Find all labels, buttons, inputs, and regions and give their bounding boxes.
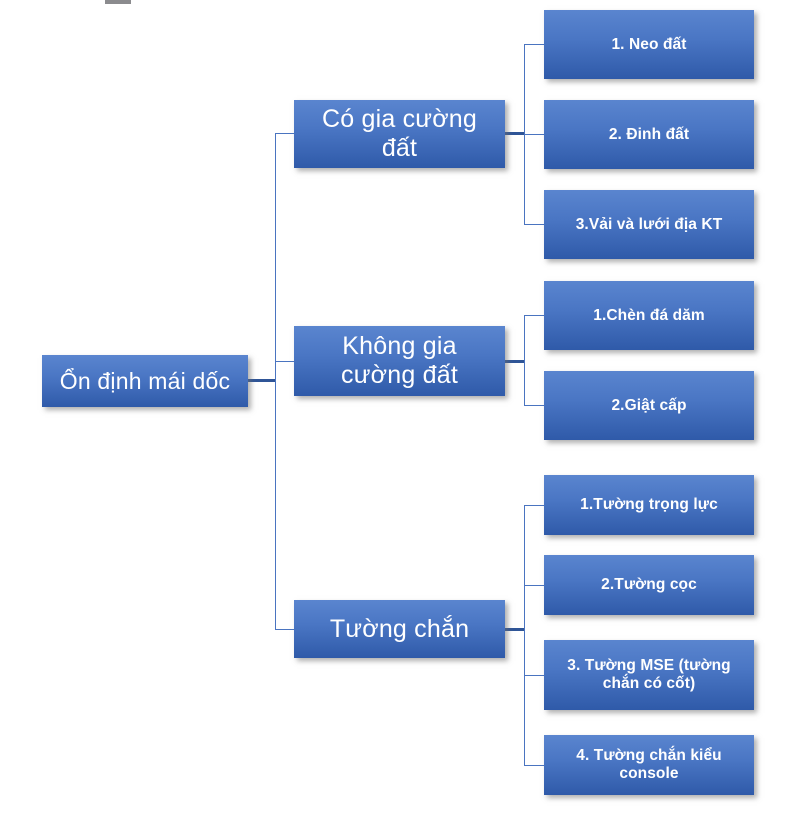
node-leaf-chen-da-dam[interactable]: 1.Chèn đá dăm — [544, 281, 754, 350]
node-leaf-vai-va-luoi-dia-kt[interactable]: 3.Vải và lưới địa KT — [544, 190, 754, 259]
node-leaf-neo-dat[interactable]: 1. Neo đất — [544, 10, 754, 79]
connector-branch-1-child-3 — [524, 224, 545, 225]
connector-main-trunk — [275, 133, 276, 629]
connector-trunk-to-branch-3 — [275, 629, 295, 630]
connector-branch-2-child-1 — [524, 315, 545, 316]
connector-root-stub — [248, 379, 276, 382]
node-leaf-tuong-trong-luc[interactable]: 1.Tường trọng lực — [544, 475, 754, 535]
node-root[interactable]: Ổn định mái dốc — [42, 355, 248, 407]
node-leaf-tuong-chan-kieu-console[interactable]: 4. Tường chắn kiểu console — [544, 735, 754, 795]
connector-branch-3-trunk — [524, 505, 525, 765]
node-leaf-tuong-coc[interactable]: 2.Tường cọc — [544, 555, 754, 615]
connector-branch-3-stub — [504, 628, 525, 631]
connector-branch-1-stub — [504, 132, 525, 135]
connector-branch-3-child-1 — [524, 505, 545, 506]
connector-branch-3-child-3 — [524, 675, 545, 676]
top-edge-artifact — [105, 0, 131, 4]
node-branch-tuong-chan[interactable]: Tường chắn — [294, 600, 505, 658]
connector-branch-3-child-4 — [524, 765, 545, 766]
node-branch-khong-gia-cuong-dat[interactable]: Không gia cường đất — [294, 326, 505, 396]
connector-trunk-to-branch-2 — [275, 361, 295, 362]
connector-branch-2-child-2 — [524, 405, 545, 406]
node-leaf-dinh-dat[interactable]: 2. Đinh đất — [544, 100, 754, 169]
node-leaf-giat-cap[interactable]: 2.Giật cấp — [544, 371, 754, 440]
connector-branch-1-child-1 — [524, 44, 545, 45]
connector-trunk-to-branch-1 — [275, 133, 295, 134]
connector-branch-1-child-2 — [524, 134, 545, 135]
connector-branch-2-stub — [504, 360, 525, 363]
connector-branch-3-child-2 — [524, 585, 545, 586]
node-leaf-tuong-mse[interactable]: 3. Tường MSE (tường chắn có cốt) — [544, 640, 754, 710]
connector-branch-2-trunk — [524, 315, 525, 406]
node-branch-co-gia-cuong-dat[interactable]: Có gia cường đất — [294, 100, 505, 168]
